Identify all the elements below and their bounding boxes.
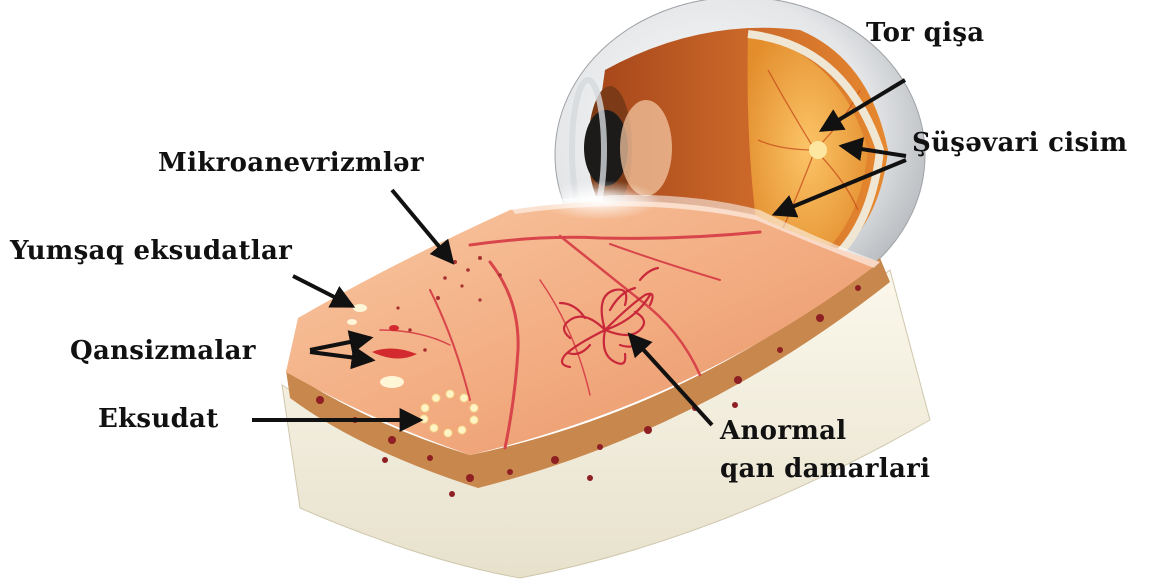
label-tor-qisa: Tor qişa — [866, 18, 984, 48]
label-mikroanevrizmler: Mikroanevrizmlər — [158, 148, 424, 178]
optic-disc — [809, 141, 827, 159]
label-qansizmalar: Qansizmalar — [70, 336, 256, 366]
label-eksudat: Eksudat — [98, 404, 219, 434]
label-anormal-line2: qan damarlari — [720, 450, 930, 488]
lens — [620, 100, 672, 196]
arrow-yumsaq — [293, 276, 352, 306]
label-susevari-cisim: Şüşəvari cisim — [912, 128, 1127, 158]
label-yumsaq-eksudatlar: Yumşaq eksudatlar — [10, 236, 292, 266]
arrow-mikroanevrizmler — [392, 190, 452, 262]
label-anormal-line1: Anormal — [720, 412, 846, 450]
